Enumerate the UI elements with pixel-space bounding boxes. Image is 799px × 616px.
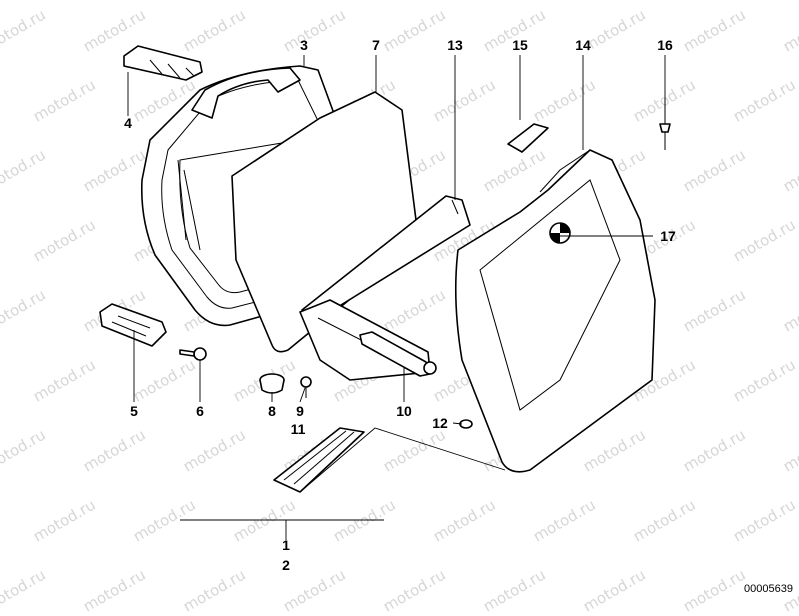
leader-lines — [127, 55, 666, 540]
diagram-code: 00005639 — [744, 583, 793, 595]
inner-lining-part — [231, 91, 417, 353]
label-10: 10 — [396, 403, 412, 419]
pin-part — [659, 98, 671, 150]
lock-part — [99, 303, 167, 347]
label-9: 9 — [296, 403, 304, 419]
label-4: 4 — [124, 115, 132, 131]
key-part — [179, 347, 207, 361]
bracket-part — [299, 299, 437, 381]
label-7: 7 — [372, 37, 380, 53]
lock-cover-part — [123, 45, 203, 81]
screw-part — [300, 376, 312, 398]
label-5: 5 — [130, 403, 138, 419]
label-1: 1 — [282, 537, 290, 553]
label-8: 8 — [268, 403, 276, 419]
assembly-line — [299, 427, 506, 493]
label-6: 6 — [196, 403, 204, 419]
label-12: 12 — [432, 415, 448, 431]
label-2: 2 — [282, 557, 290, 573]
label-11: 11 — [291, 421, 306, 437]
grommet-part — [259, 373, 285, 394]
label-13: 13 — [447, 37, 463, 53]
label-17: 17 — [660, 228, 676, 244]
clip-part — [507, 123, 549, 153]
parts-diagram: 1 2 3 4 5 6 7 8 9 10 11 12 13 14 15 16 1… — [99, 37, 676, 573]
lid-part — [454, 149, 656, 473]
strap-part — [301, 195, 471, 319]
rubber-strip-part — [273, 427, 365, 493]
label-15: 15 — [512, 37, 528, 53]
label-3: 3 — [300, 37, 308, 53]
label-14: 14 — [575, 37, 591, 53]
emblem-part — [549, 222, 571, 244]
label-16: 16 — [657, 37, 673, 53]
